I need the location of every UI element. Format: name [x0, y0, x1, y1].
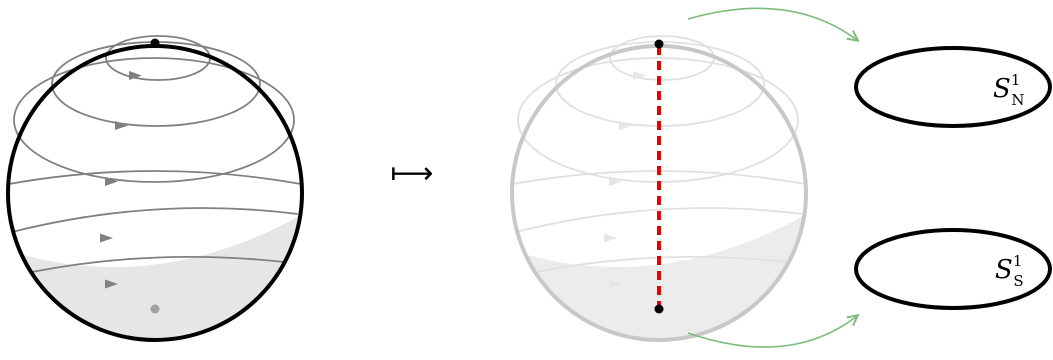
circle-north: [854, 46, 1052, 128]
flow-circle-5: [11, 207, 299, 233]
flow-circle-6: [31, 255, 285, 273]
flow-arrow-1: [129, 71, 142, 80]
circle-north-subscript: N: [1011, 91, 1024, 109]
right-south-pole-dot: [654, 304, 664, 314]
right-north-pole-dot: [654, 39, 664, 49]
circle-north-superscript: 1: [1011, 71, 1021, 89]
faded-flow-arrow-3: [609, 177, 622, 186]
flow-arrow-3: [105, 177, 118, 186]
circle-south: [854, 228, 1052, 310]
flow-circle-2: [51, 41, 261, 127]
maps-to-arrow: ⟼: [390, 156, 433, 191]
faded-flow-circle-5: [515, 207, 803, 233]
flow-circle-3: [13, 57, 295, 183]
left-sphere-shadow: [8, 210, 302, 340]
circle-south-symbol: S: [995, 255, 1013, 285]
faded-flow-arrow-1: [633, 71, 646, 80]
circle-north-symbol: S: [993, 74, 1011, 104]
flow-circle-4: [8, 170, 302, 185]
right-flow-arrows: [604, 71, 646, 289]
left-flow-arrows: [100, 71, 142, 289]
faded-flow-arrow-5: [609, 279, 622, 289]
flow-arrow-2: [115, 121, 128, 130]
right-sphere: [510, 35, 808, 342]
south-map-arrow: [687, 316, 857, 348]
faded-flow-arrow-4: [604, 233, 617, 243]
flow-arrow-4: [100, 233, 113, 243]
north-pole-dot: [150, 38, 160, 48]
south-pole-dot: [150, 304, 160, 314]
circle-south-subscript: S: [1013, 272, 1023, 290]
circle-south-superscript: 1: [1013, 252, 1023, 270]
faded-flow-arrow-2: [619, 121, 632, 130]
left-sphere: [6, 35, 304, 342]
north-map-arrow: [687, 7, 857, 40]
flow-arrow-5: [105, 279, 118, 289]
